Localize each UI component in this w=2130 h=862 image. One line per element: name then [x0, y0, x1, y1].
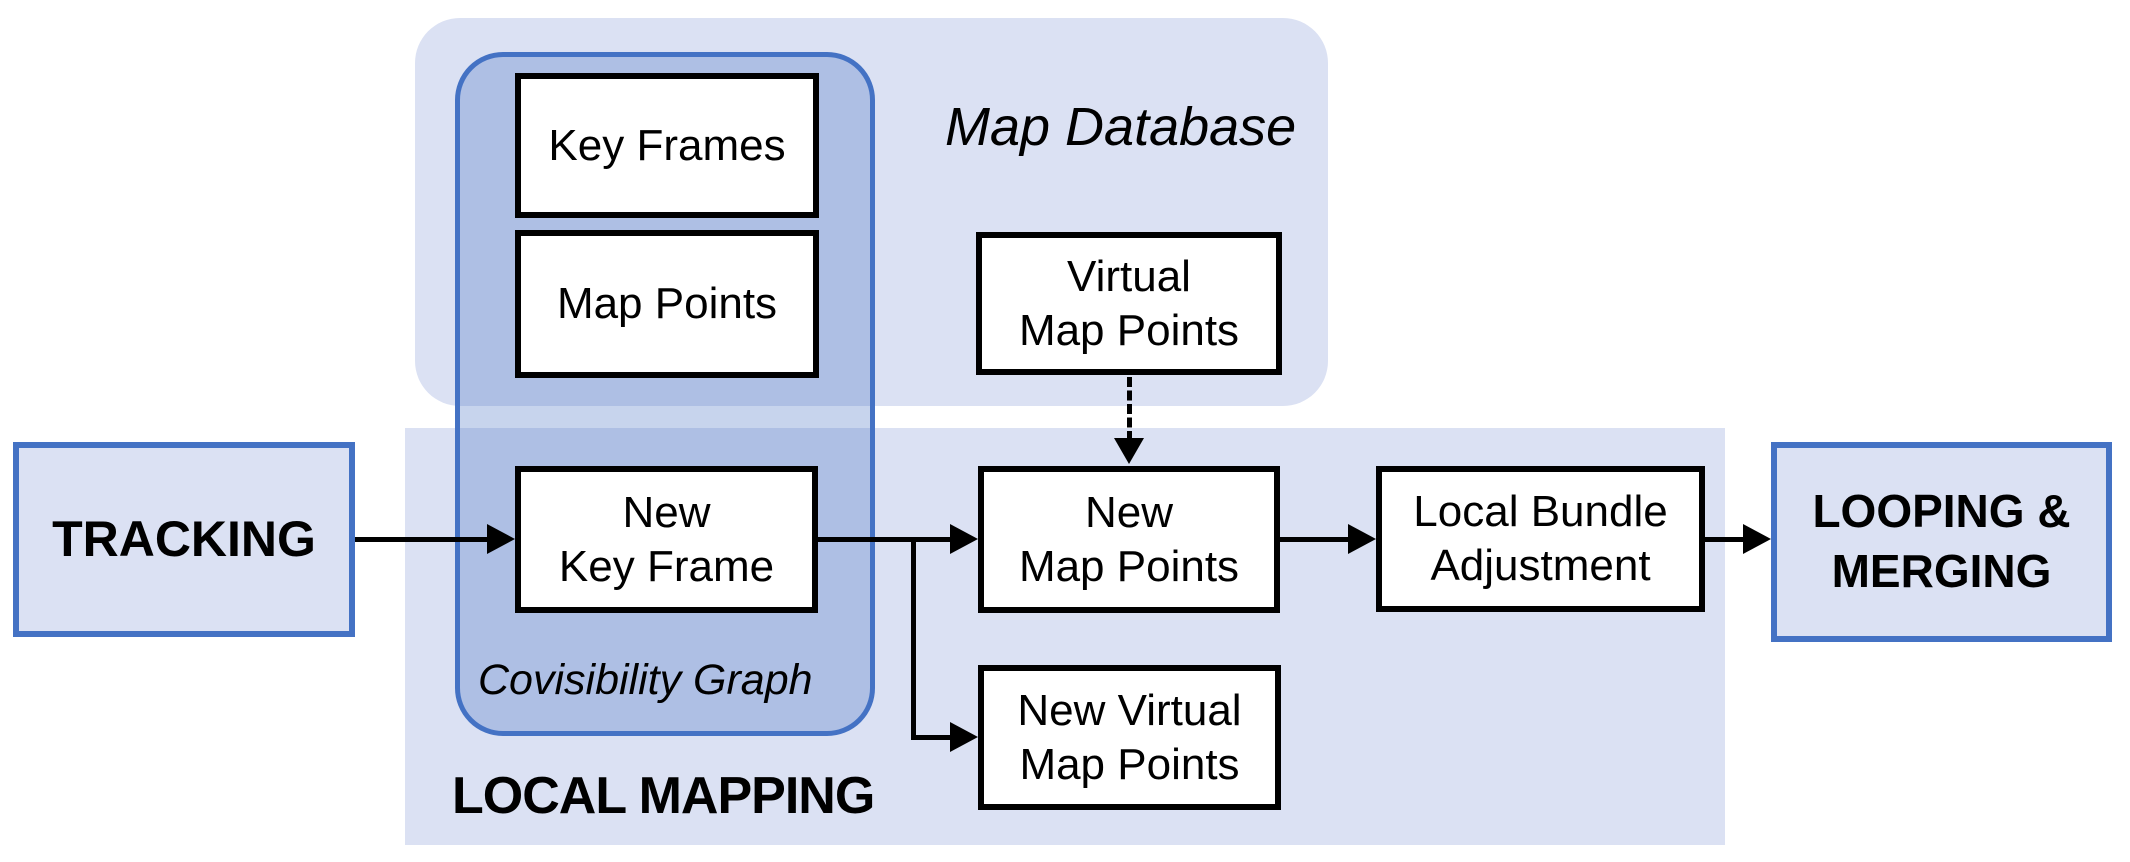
arrow-lba-to-looping-merging-head — [1743, 524, 1771, 554]
arrow-lba-to-looping-merging-line — [1705, 537, 1745, 542]
covisibility-graph-label: Covisibility Graph — [478, 656, 813, 704]
arrow-new-map-points-to-lba-line — [1280, 537, 1350, 542]
map-points-node: Map Points — [515, 230, 819, 378]
new-virtual-map-points-node: New Virtual Map Points — [978, 665, 1281, 810]
arrow-new-map-points-to-lba-head — [1348, 524, 1376, 554]
arrow-tracking-to-new-key-frame-head — [487, 524, 515, 554]
arrow-new-key-frame-to-new-map-points-line — [818, 537, 952, 542]
arrow-virtual-map-points-dashed-line — [1127, 377, 1132, 441]
looping-merging-node: LOOPING & MERGING — [1771, 442, 2112, 642]
arrow-virtual-map-points-dashed-head — [1114, 438, 1144, 464]
arrow-new-key-frame-to-new-map-points-head — [950, 524, 978, 554]
arrow-branch-vertical-line — [911, 537, 916, 740]
arrow-tracking-to-new-key-frame-line — [355, 537, 489, 542]
new-map-points-node: New Map Points — [978, 466, 1280, 613]
local-mapping-label: LOCAL MAPPING — [452, 767, 875, 825]
new-key-frame-node: New Key Frame — [515, 466, 818, 613]
local-bundle-adjustment-node: Local Bundle Adjustment — [1376, 466, 1705, 612]
tracking-node: TRACKING — [13, 442, 355, 637]
virtual-map-points-node: Virtual Map Points — [976, 232, 1282, 375]
arrow-branch-horizontal-line — [911, 735, 952, 740]
arrow-to-new-virtual-map-points-head — [950, 722, 978, 752]
map-database-label: Map Database — [945, 97, 1297, 157]
key-frames-node: Key Frames — [515, 73, 819, 218]
